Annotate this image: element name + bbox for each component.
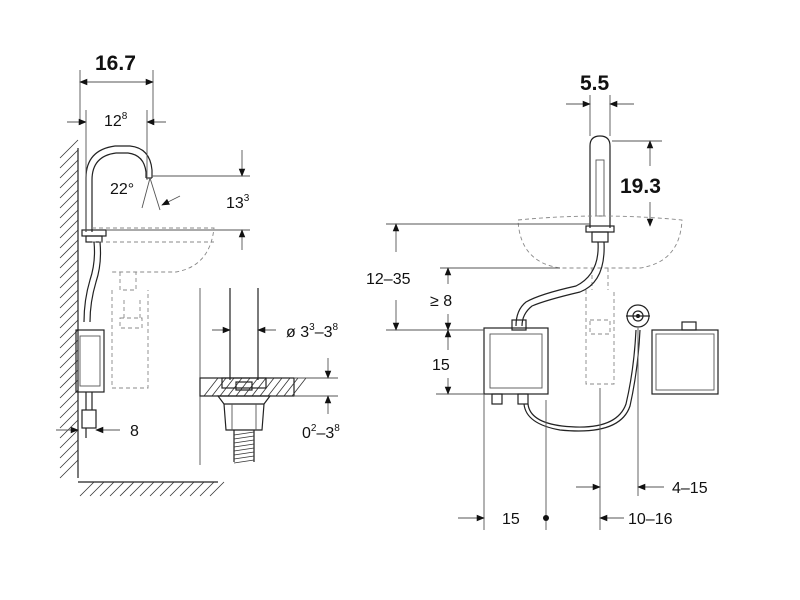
control-box-front	[483, 327, 549, 405]
faucet-spout	[81, 145, 153, 243]
dim-spout-reach: 16.7	[79, 52, 154, 125]
min-gap-label: ≥ 8	[430, 293, 452, 310]
dim-outlet-offset: 128	[67, 110, 166, 232]
valve-offset-label: 4–15	[672, 480, 708, 497]
left-side-view: 16.7 128 22° 133 8	[56, 52, 250, 497]
dim-spout-angle: 22°	[110, 177, 181, 211]
dim-hole-diameter: ø 33–38	[212, 322, 338, 341]
dim-spout-height-front: 19.3	[612, 140, 662, 227]
dim-valve-offset: 4–15	[637, 328, 708, 497]
dim-spout-height: 133	[106, 150, 250, 250]
dim-box-height: 15	[432, 329, 484, 395]
right-front-view: 5.5 19.3 12–35 ≥ 8 15	[366, 72, 719, 530]
dim-box-offset: 10–16	[576, 388, 673, 530]
spout-reach-label: 16.7	[95, 52, 136, 75]
box-offset-label: 10–16	[628, 511, 673, 528]
dim-box-wall-gap: 8	[56, 423, 139, 440]
sensor-spout	[585, 135, 615, 243]
solenoid-cable	[523, 329, 641, 432]
spout-height-label: 133	[226, 193, 250, 212]
deck-to-box-label: 12–35	[366, 271, 411, 288]
hole-diameter-label: ø 33–38	[286, 322, 338, 341]
box-width-label: 15	[502, 511, 520, 528]
basin	[92, 227, 215, 389]
control-box	[75, 329, 105, 438]
dim-deck-to-box: 12–35	[366, 223, 590, 331]
spout-height-front-label: 19.3	[620, 175, 661, 198]
dim-box-width: 15	[458, 394, 549, 530]
dim-min-gap: ≥ 8	[430, 267, 560, 331]
spout-width-label: 5.5	[580, 72, 610, 95]
angle-valve	[626, 304, 650, 328]
wall-box	[651, 321, 719, 395]
spout-angle-label: 22°	[110, 181, 134, 198]
mounting-detail-view: ø 33–38 02–38	[199, 288, 340, 465]
wall-hatch	[59, 139, 225, 497]
dim-deck-thickness: 02–38	[294, 358, 340, 442]
box-height-label: 15	[432, 357, 450, 374]
supply-hose-front	[515, 241, 599, 327]
deck-thickness-label: 02–38	[302, 423, 340, 442]
box-wall-gap-label: 8	[130, 423, 139, 440]
supply-hose	[83, 241, 96, 323]
outlet-offset-label: 128	[104, 111, 128, 130]
dim-spout-width: 5.5	[566, 72, 634, 136]
basin-front	[517, 215, 683, 385]
